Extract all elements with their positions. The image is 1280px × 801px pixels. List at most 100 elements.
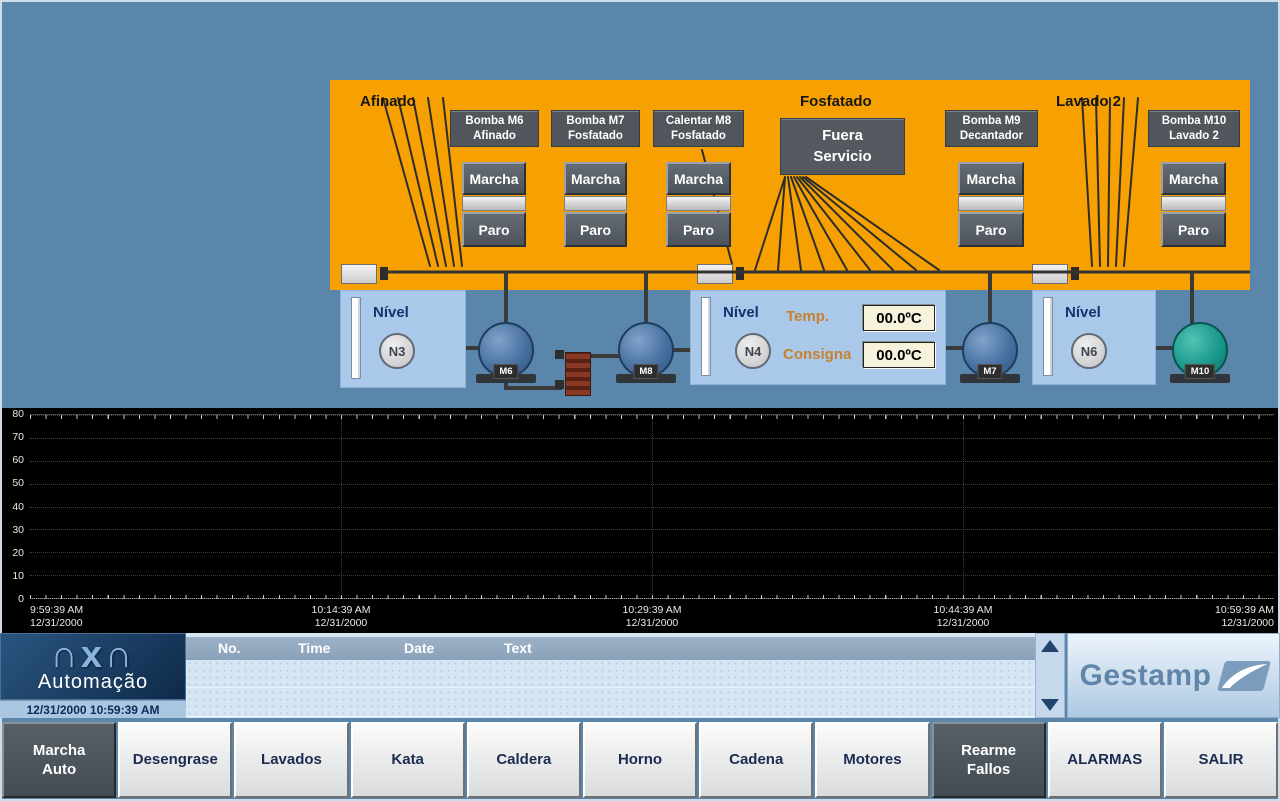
plate-bomba-m9: Bomba M9 Decantador [945,110,1038,147]
nav-button-cadena[interactable]: Cadena [699,722,814,798]
marcha-button-m6[interactable]: Marcha [462,162,526,195]
status-lamp-m10 [1161,196,1226,211]
nav-button-alarmas[interactable]: ALARMAS [1047,722,1162,798]
alarm-col-date: Date [404,640,435,656]
nav-button-caldera[interactable]: Caldera [466,722,581,798]
y-tick-label: 0 [18,593,24,605]
plate-bomba-m7: Bomba M7 Fosfatado [551,110,640,147]
status-lamp-m6 [462,196,526,211]
alarm-row [186,660,1035,688]
marcha-button-m8[interactable]: Marcha [666,162,731,195]
alarm-row [186,689,1035,717]
company-logo: Gestamp [1067,633,1280,718]
level-sensor-n6: N6 [1071,333,1107,369]
company-logo-text: Gestamp [1079,658,1212,692]
tank-fosfatado: Nível N4 Temp. 00.0ºC Consigna 00.0ºC [690,290,946,385]
marcha-button-m10[interactable]: Marcha [1161,162,1226,195]
pump-m10: M10 [1170,322,1230,383]
status-lamp-m7 [564,196,627,211]
gestamp-logo-icon [1217,660,1272,691]
paro-button-m10[interactable]: Paro [1161,212,1226,247]
nav-button-desengrase[interactable]: Desengrase [118,722,233,798]
setpoint-display[interactable]: 00.0ºC [863,342,935,368]
y-tick-label: 80 [12,408,24,420]
level-gauge [701,297,711,376]
level-label: Nível [723,304,759,321]
setpoint-label: Consigna [783,346,852,363]
alarm-strip: ∩x∩ Automação 12/31/2000 10:59:39 AM No.… [0,633,1280,718]
paro-button-m9[interactable]: Paro [958,212,1024,247]
nav-button-motores[interactable]: Motores [815,722,930,798]
y-tick-label: 60 [12,454,24,467]
section-title-lavado2: Lavado 2 [1056,93,1122,110]
level-gauge [351,297,361,379]
alarm-col-text: Text [504,640,532,656]
nav-button-lavados[interactable]: Lavados [234,722,349,798]
level-gauge [1043,297,1053,376]
nav-button-rearme-fallos[interactable]: Rearme Fallos [931,722,1046,798]
pump-tag-m8: M8 [633,364,659,379]
level-sensor-box-2 [697,264,733,284]
chart-plot [30,414,1274,599]
nav-button-kata[interactable]: Kata [350,722,465,798]
scroll-up-button[interactable] [1037,636,1063,656]
pump-m7: M7 [960,322,1020,383]
arrow-down-icon [1041,699,1059,711]
pump-tag-m7: M7 [977,364,1003,379]
nav-button-marcha-auto[interactable]: Marcha Auto [2,722,117,798]
tank-lavado2: Nível N6 [1032,290,1156,385]
nav-bar: Marcha Auto Desengrase Lavados Kata Cald… [0,722,1280,798]
pump-tag-m6: M6 [493,364,519,379]
chart-bottom-ticks [30,595,1274,599]
temp-label: Temp. [786,308,830,325]
temp-display: 00.0ºC [863,305,935,331]
vendor-logo: ∩x∩ Automação [0,633,186,700]
status-lamp-m8 [666,196,731,211]
alarm-col-time: Time [298,640,331,656]
paro-button-m6[interactable]: Paro [462,212,526,247]
pump-m6: M6 [476,322,536,383]
nav-button-salir[interactable]: SALIR [1163,722,1279,798]
process-panel: Afinado Fosfatado Lavado 2 Bomba M6 Afin… [330,80,1250,290]
marcha-button-m7[interactable]: Marcha [564,162,627,195]
level-sensor-box-1 [341,264,377,284]
pump-m8: M8 [616,322,676,383]
arrow-up-icon [1041,640,1059,652]
plate-calentar-m8: Calentar M8 Fosfatado [653,110,744,147]
alarm-table-header: No. Time Date Text [186,637,1035,660]
plate-bomba-m10: Bomba M10 Lavado 2 [1148,110,1240,147]
heat-exchanger [565,352,591,396]
datetime-display: 12/31/2000 10:59:39 AM [0,700,186,718]
alarm-table: No. Time Date Text [186,633,1035,718]
pump-tag-m10: M10 [1184,364,1216,379]
v-gridline [963,415,964,598]
scroll-down-button[interactable] [1037,695,1063,715]
paro-button-m8[interactable]: Paro [666,212,731,247]
level-sensor-n3: N3 [379,333,415,369]
level-sensor-n4: N4 [735,333,771,369]
y-tick-label: 20 [12,546,24,559]
alarm-scrollbar[interactable] [1035,633,1065,718]
sensor-connector-1 [380,267,388,280]
y-tick-label: 10 [12,569,24,582]
marcha-button-m9[interactable]: Marcha [958,162,1024,195]
section-title-fosfatado: Fosfatado [800,93,872,110]
v-gridline [341,415,342,598]
y-tick-label: 50 [12,477,24,490]
status-lamp-m9 [958,196,1024,211]
plate-bomba-m6: Bomba M6 Afinado [450,110,539,147]
v-gridline [652,415,653,598]
level-label: Nível [1065,304,1101,321]
paro-button-m7[interactable]: Paro [564,212,627,247]
vendor-logo-mark: ∩x∩ [50,633,136,676]
level-label: Nível [373,304,409,321]
nav-button-horno[interactable]: Horno [582,722,698,798]
